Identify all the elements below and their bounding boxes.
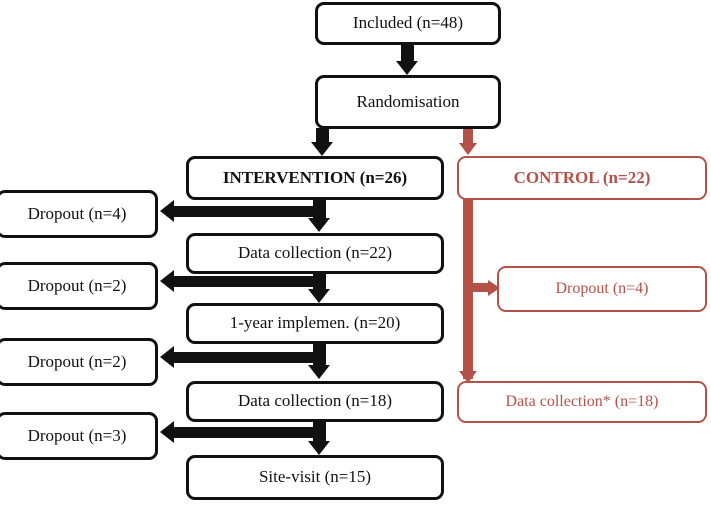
node-control[interactable]: CONTROL (n=22) xyxy=(457,156,707,200)
node-site-visit-label: Site-visit (n=15) xyxy=(258,467,372,487)
node-dropout-1[interactable]: Dropout (n=4) xyxy=(0,190,158,238)
node-dropout-4-label: Dropout (n=3) xyxy=(27,425,127,445)
node-dropout-3-label: Dropout (n=2) xyxy=(27,351,127,371)
node-data-collection-2[interactable]: Data collection (n=18) xyxy=(186,381,444,422)
node-control-label: CONTROL (n=22) xyxy=(513,167,651,187)
node-data-collection-1-label: Data collection (n=22) xyxy=(237,243,393,263)
arrowhead-data1-implem xyxy=(308,289,330,303)
node-control-dropout-label: Dropout (n=4) xyxy=(555,280,649,298)
arrowhead-intervention-data1 xyxy=(308,218,330,232)
arrowhead-control-data xyxy=(459,371,477,383)
arrowhead-implem-dropout3 xyxy=(160,346,174,368)
node-implementation-label: 1-year implemen. (n=20) xyxy=(229,313,401,333)
connector-randomisation-intervention xyxy=(316,128,329,144)
node-randomisation-label: Randomisation xyxy=(356,91,460,111)
node-dropout-2[interactable]: Dropout (n=2) xyxy=(0,262,158,310)
arrowhead-data1-dropout2 xyxy=(160,270,174,292)
node-data-collection-1[interactable]: Data collection (n=22) xyxy=(186,233,444,274)
node-site-visit[interactable]: Site-visit (n=15) xyxy=(186,455,444,500)
arrowhead-data2-dropout4 xyxy=(160,421,174,443)
arrowhead-implem-data2 xyxy=(308,365,330,379)
connector-randomisation-control xyxy=(463,128,473,146)
node-randomisation[interactable]: Randomisation xyxy=(315,75,501,129)
node-dropout-2-label: Dropout (n=2) xyxy=(27,275,127,295)
node-data-collection-2-label: Data collection (n=18) xyxy=(237,391,393,411)
arrowhead-intervention-dropout1 xyxy=(160,200,174,222)
connector-control-dropout-line xyxy=(468,283,490,292)
node-included-label: Included (n=48) xyxy=(352,13,464,33)
node-control-data-collection[interactable]: Data collection* (n=18) xyxy=(457,381,707,423)
node-dropout-4[interactable]: Dropout (n=3) xyxy=(0,412,158,460)
connector-data2-dropout4-line xyxy=(173,427,326,438)
connector-intervention-dropout1-line xyxy=(173,206,326,217)
arrowhead-randomisation-intervention xyxy=(311,142,333,156)
node-included[interactable]: Included (n=48) xyxy=(315,2,501,45)
node-intervention[interactable]: INTERVENTION (n=26) xyxy=(186,156,444,200)
node-intervention-label: INTERVENTION (n=26) xyxy=(222,167,408,187)
arrowhead-data2-sitevisit xyxy=(308,441,330,455)
node-dropout-3[interactable]: Dropout (n=2) xyxy=(0,338,158,386)
node-dropout-1-label: Dropout (n=4) xyxy=(27,203,127,223)
connector-data1-dropout2-line xyxy=(173,276,326,287)
node-implementation[interactable]: 1-year implemen. (n=20) xyxy=(186,303,444,344)
node-control-data-collection-label: Data collection* (n=18) xyxy=(505,393,659,411)
connector-implem-dropout3-line xyxy=(173,352,326,363)
node-control-dropout[interactable]: Dropout (n=4) xyxy=(497,266,707,312)
arrowhead-randomisation-control xyxy=(459,143,477,155)
arrowhead-included-randomisation xyxy=(396,61,418,75)
connector-included-randomisation xyxy=(401,45,414,63)
